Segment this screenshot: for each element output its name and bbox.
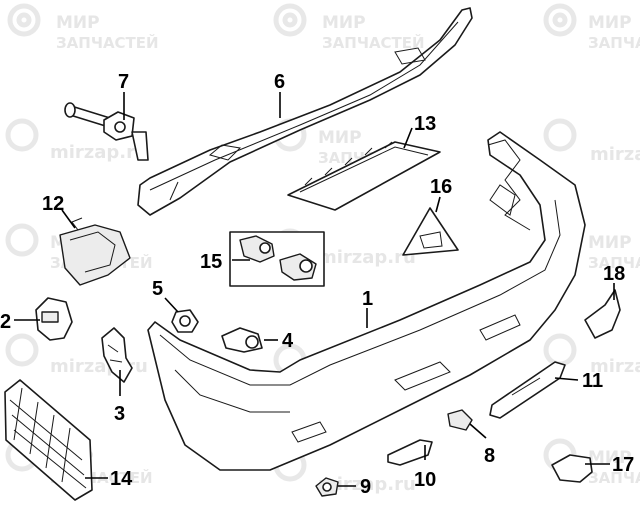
part-12-bracket xyxy=(59,217,131,286)
part-1-bumper-cover xyxy=(147,131,586,471)
part-9-plug xyxy=(315,477,339,497)
watermark-site: mirzap.ru xyxy=(50,356,148,377)
part-14-grille xyxy=(4,379,93,501)
callout-11: 11 xyxy=(582,370,603,392)
callout-1: 1 xyxy=(362,288,373,310)
callout-numbers: 1 2 3 4 5 6 7 8 9 10 11 12 13 14 15 16 1… xyxy=(0,71,634,498)
part-3-bracket xyxy=(101,327,133,383)
callout-18: 18 xyxy=(603,263,625,285)
watermark-brand-line1: МИР xyxy=(318,128,362,148)
part-2-clip xyxy=(35,297,73,341)
watermark-brand-line2: ЗАПЧАСТЕЙ xyxy=(588,468,640,487)
callout-4: 4 xyxy=(282,330,294,352)
callout-14: 14 xyxy=(110,468,133,490)
watermark-brand-line1: МИР xyxy=(56,13,100,33)
leader-5 xyxy=(164,297,179,313)
part-6-reinforcement-beam xyxy=(137,7,473,216)
callout-12: 12 xyxy=(42,193,64,215)
watermark-site: mirzap.ru xyxy=(318,474,416,495)
part-8-clip xyxy=(447,409,473,431)
watermark-site: mirzap.ru xyxy=(590,356,640,377)
part-15-sensor-kit xyxy=(229,231,325,287)
watermark-brand-line1: МИР xyxy=(588,448,632,468)
leader-13 xyxy=(403,127,413,149)
callout-3: 3 xyxy=(114,403,125,425)
watermark-site: mirzap.ru xyxy=(318,247,416,268)
watermark-site: mirzap.ru xyxy=(50,142,148,163)
callout-17: 17 xyxy=(612,454,634,476)
leader-12 xyxy=(61,209,76,229)
part-11-reflector xyxy=(489,361,566,419)
callout-15: 15 xyxy=(200,251,222,273)
watermark-logo-top-left: МИР ЗАПЧАСТЕЙ xyxy=(7,3,159,52)
part-4-sensor xyxy=(221,327,263,353)
callout-6: 6 xyxy=(274,71,285,93)
watermark-brand-line2: ЗАПЧАСТЕЙ xyxy=(322,33,425,52)
leader-11 xyxy=(554,377,579,381)
part-10-reflector xyxy=(387,439,433,466)
watermark-logo-top-center: МИР ЗАПЧАСТЕЙ xyxy=(273,3,425,52)
watermark-logo-top-right: МИР ЗАПЧАСТЕЙ xyxy=(543,3,640,52)
callout-2: 2 xyxy=(0,311,11,333)
watermark-brand-line2: ЗАПЧАСТЕЙ xyxy=(56,33,159,52)
callout-8: 8 xyxy=(484,445,495,467)
callout-9: 9 xyxy=(360,476,371,498)
part-17-bracket xyxy=(551,454,593,483)
watermark-brand-line1: МИР xyxy=(588,13,632,33)
callout-13: 13 xyxy=(414,113,436,135)
leader-lines xyxy=(14,92,615,487)
part-5-sensor xyxy=(171,309,199,333)
leader-16 xyxy=(435,196,441,213)
leader-8 xyxy=(469,423,487,439)
callout-16: 16 xyxy=(430,176,452,198)
callout-10: 10 xyxy=(414,469,436,491)
watermark-site: mirzap.ru xyxy=(590,144,640,165)
part-18-bracket xyxy=(584,289,621,339)
watermark-brand-line2: ЗАПЧАСТЕЙ xyxy=(588,253,640,272)
part-7-pivot-bolt xyxy=(64,102,149,161)
callout-5: 5 xyxy=(152,278,163,300)
watermark-brand-line2: ЗАПЧАСТЕЙ xyxy=(588,33,640,52)
callout-7: 7 xyxy=(118,71,129,93)
watermark-site-row1: mirzap.ru mirzap.ru xyxy=(5,118,640,165)
part-16-warning-label xyxy=(402,207,459,256)
watermark-brand-line1: МИР xyxy=(588,233,632,253)
part-13-license-lamp xyxy=(287,141,441,211)
watermark-brand-line1: МИР xyxy=(322,13,366,33)
